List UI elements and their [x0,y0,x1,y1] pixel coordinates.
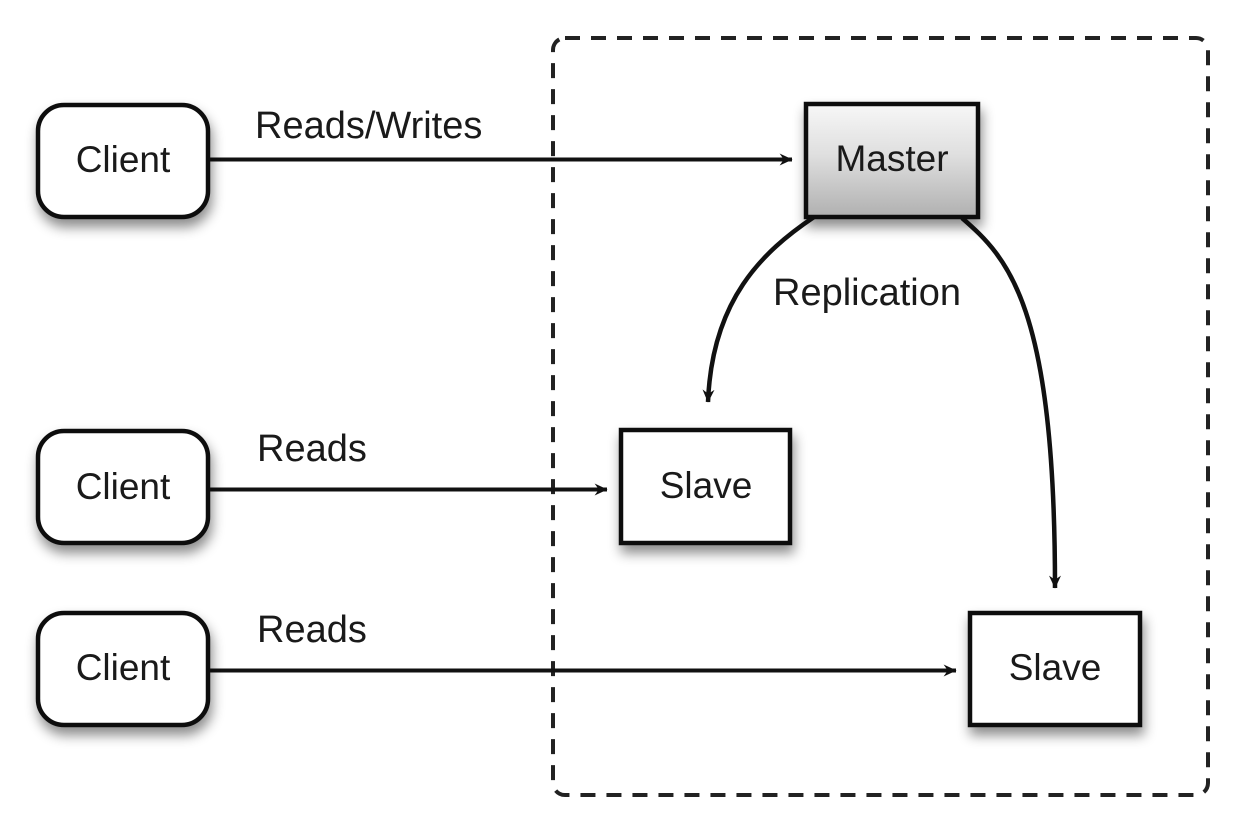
master-box[interactable] [803,101,981,220]
client-3-label: Client [76,647,171,688]
client-1-label: Client [76,139,171,180]
slave-2-label: Slave [1009,647,1102,688]
replication-boundary [551,36,1210,797]
node-client-2[interactable]: Client [35,428,211,546]
slave-1-box[interactable] [618,427,793,546]
node-slave-1[interactable]: Slave [618,427,793,546]
edge-label-replication: Replication [773,272,961,314]
slave-2-box[interactable] [967,610,1143,728]
node-master[interactable]: Master [803,101,981,220]
node-client-1[interactable]: Client [35,102,211,220]
client-2-box[interactable] [35,428,211,546]
edge-curve-replication-right [960,216,1061,589]
client-1-box[interactable] [35,102,211,220]
client-3-box[interactable] [35,610,211,728]
edge-label-reads-writes: Reads/Writes [255,105,482,147]
slave-1-label: Slave [660,465,753,506]
edge-label-reads-middle: Reads [257,428,367,470]
edge-master-slave2 [960,216,1061,589]
edge-curve-replication-left [702,215,816,403]
node-client-3[interactable]: Client [35,610,211,728]
edge-label-reads-bottom: Reads [257,609,367,651]
master-label: Master [835,138,948,179]
node-slave-2[interactable]: Slave [967,610,1143,728]
client-2-label: Client [76,466,171,507]
edge-master-slave1 [702,215,816,403]
